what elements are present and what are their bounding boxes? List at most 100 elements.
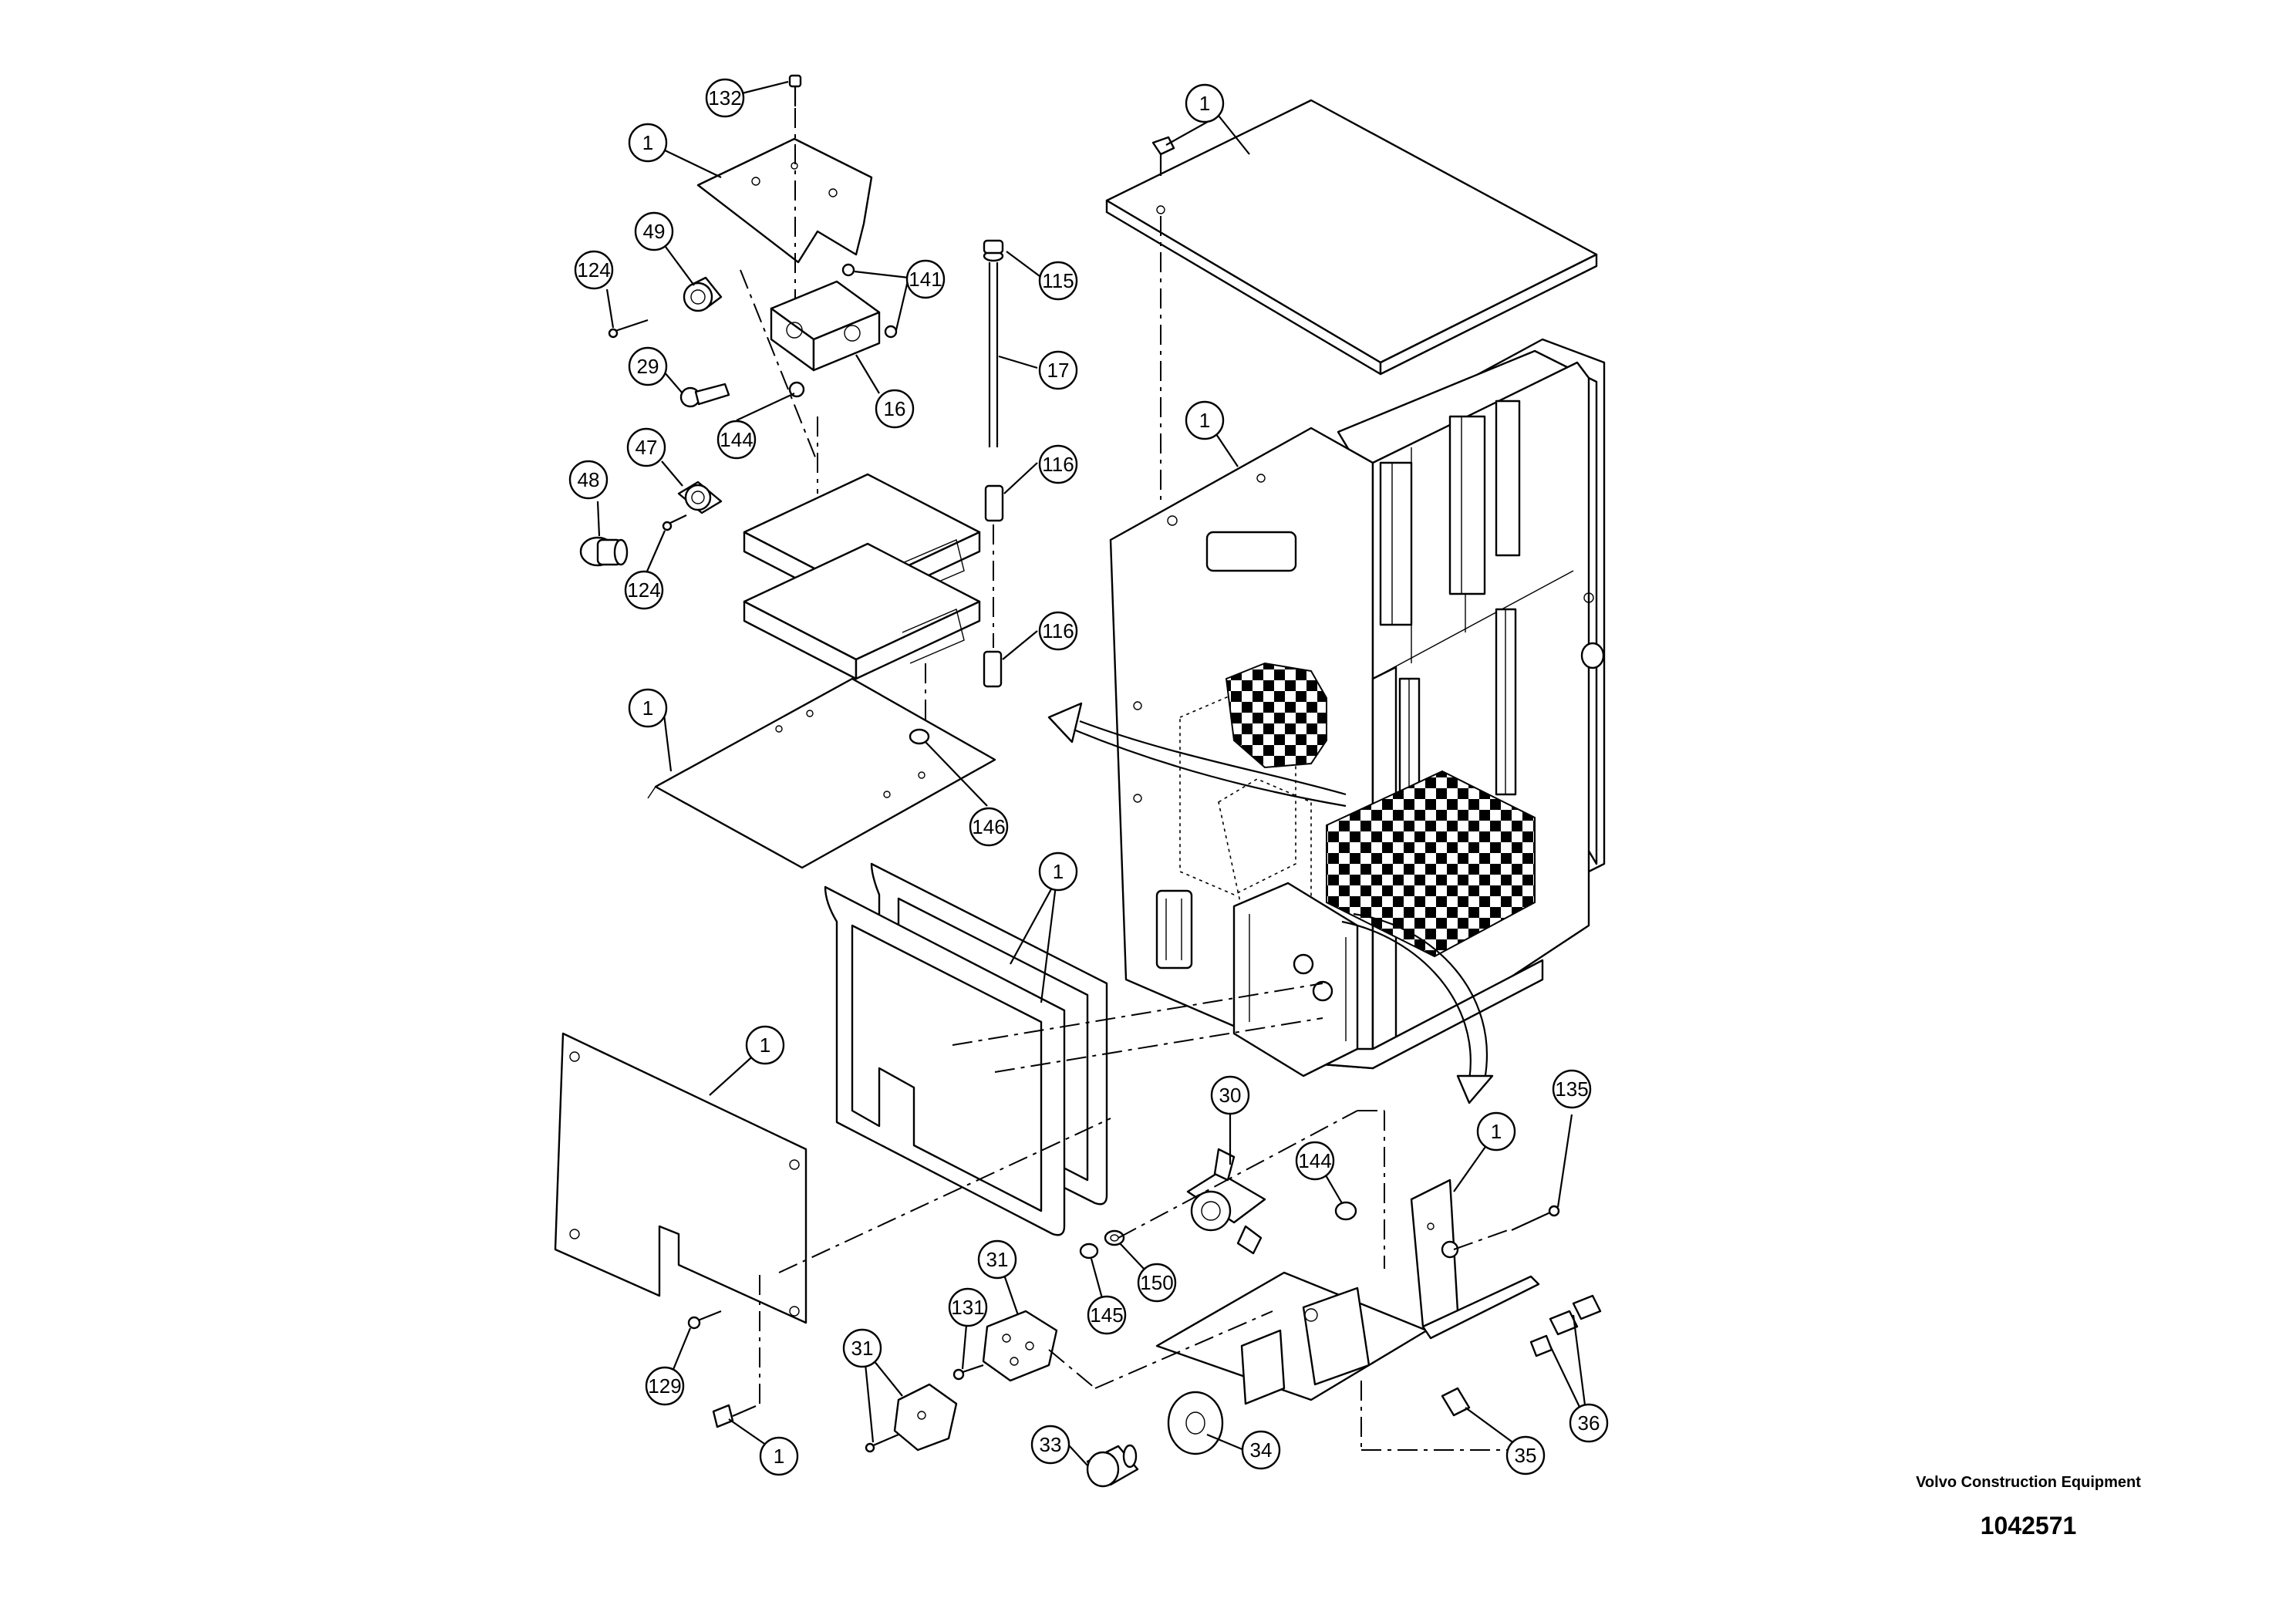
- svg-text:31: 31: [986, 1248, 1009, 1271]
- nut-144-bottom: [1334, 1201, 1357, 1221]
- svg-text:1: 1: [1491, 1120, 1502, 1143]
- callout-124-top: 124: [574, 250, 614, 290]
- svg-text:116: 116: [1042, 619, 1074, 642]
- cap-115: [983, 239, 1004, 255]
- control-box: [1109, 338, 1606, 1077]
- terminals-36: [1529, 1294, 1602, 1357]
- screw-135: [1511, 1205, 1560, 1231]
- screw-129: [687, 1310, 722, 1330]
- callout-36: 36: [1569, 1403, 1609, 1443]
- callout-49: 49: [634, 211, 674, 251]
- callout-141: 141: [905, 259, 946, 299]
- gasket-frames: [824, 862, 1108, 1236]
- ecu-lower: [743, 542, 981, 680]
- knob-33: [1086, 1444, 1139, 1488]
- svg-text:1: 1: [642, 696, 653, 720]
- svg-text:129: 129: [648, 1374, 681, 1398]
- svg-text:1: 1: [1199, 409, 1210, 432]
- callout-1-top-plate: 1: [628, 123, 668, 163]
- scale-plate-34: [1167, 1391, 1224, 1455]
- svg-text:135: 135: [1555, 1077, 1588, 1101]
- callout-31-lower: 31: [842, 1328, 882, 1368]
- nut-35: [1441, 1387, 1471, 1417]
- plug-29: [679, 383, 730, 408]
- callout-35: 35: [1505, 1435, 1546, 1475]
- top-cover-screw: [1151, 136, 1175, 176]
- callout-1-gaskets: 1: [1038, 851, 1078, 892]
- callout-129: 129: [645, 1366, 685, 1406]
- callout-144-top: 144: [716, 420, 757, 460]
- svg-text:141: 141: [909, 268, 942, 291]
- svg-text:1: 1: [774, 1445, 784, 1468]
- callout-1-box: 1: [1185, 400, 1225, 440]
- top-cover: [1105, 99, 1598, 376]
- callout-145: 145: [1087, 1295, 1127, 1335]
- svg-text:29: 29: [637, 355, 659, 378]
- callout-132: 132: [705, 78, 745, 118]
- nut-145: [1079, 1243, 1099, 1259]
- callout-31-upper: 31: [977, 1239, 1017, 1280]
- switch-bracket: [1155, 1179, 1540, 1405]
- mid-mount-plate: [647, 677, 996, 869]
- washer-150: [1104, 1229, 1125, 1246]
- callout-34: 34: [1241, 1430, 1281, 1470]
- screw-124-bottom: [662, 514, 687, 531]
- arrow-switch-out: [1341, 920, 1472, 1081]
- callout-33: 33: [1030, 1425, 1070, 1465]
- callout-29: 29: [628, 346, 668, 386]
- svg-text:34: 34: [1250, 1438, 1273, 1462]
- switch-30: [1186, 1148, 1266, 1255]
- arrow-relay-out: [1079, 720, 1347, 796]
- spacer-116-upper: [984, 484, 1004, 522]
- svg-text:150: 150: [1140, 1271, 1173, 1294]
- hatched-module-lower: [1326, 770, 1536, 958]
- callout-1-mid-plate: 1: [628, 688, 668, 728]
- relay-socket-31-upper: [982, 1310, 1058, 1382]
- callout-1-bracket: 1: [1476, 1111, 1516, 1152]
- callout-135: 135: [1552, 1069, 1592, 1109]
- hatched-module-upper: [1225, 662, 1327, 769]
- svg-text:33: 33: [1040, 1433, 1062, 1456]
- svg-text:17: 17: [1047, 359, 1070, 382]
- svg-text:49: 49: [643, 220, 666, 243]
- nut-146: [909, 728, 930, 745]
- callout-1-door: 1: [745, 1025, 785, 1065]
- svg-text:144: 144: [1298, 1149, 1331, 1172]
- callout-116-upper: 116: [1038, 444, 1078, 484]
- callout-16: 16: [875, 389, 915, 429]
- callout-124-bottom: 124: [624, 570, 664, 610]
- callout-144-bottom: 144: [1295, 1141, 1335, 1181]
- callout-131: 131: [948, 1287, 988, 1327]
- svg-text:35: 35: [1515, 1444, 1537, 1467]
- svg-text:30: 30: [1219, 1084, 1242, 1107]
- screw-31-lower: [865, 1433, 899, 1453]
- svg-text:116: 116: [1042, 453, 1074, 476]
- svg-text:31: 31: [851, 1337, 874, 1360]
- callout-1-bolt: 1: [759, 1436, 799, 1476]
- svg-text:1: 1: [1053, 860, 1064, 883]
- callout-30: 30: [1210, 1075, 1250, 1115]
- bolt-1-bottom: [712, 1404, 757, 1428]
- svg-text:47: 47: [636, 436, 658, 459]
- svg-text:124: 124: [627, 578, 660, 602]
- spacer-116-lower: [983, 650, 1003, 688]
- svg-text:146: 146: [972, 815, 1005, 838]
- connector-49: [683, 276, 723, 312]
- svg-text:1: 1: [1199, 92, 1210, 115]
- callout-1-cover: 1: [1185, 83, 1225, 123]
- svg-text:124: 124: [577, 258, 610, 282]
- upper-mount-plate: [696, 137, 873, 264]
- svg-text:36: 36: [1578, 1411, 1600, 1435]
- door-panel: [554, 1032, 807, 1324]
- svg-text:144: 144: [720, 428, 753, 451]
- svg-text:1: 1: [760, 1034, 770, 1057]
- rod-17: [983, 250, 1004, 447]
- callout-150: 150: [1137, 1263, 1177, 1303]
- screw-131: [952, 1364, 984, 1381]
- callout-146: 146: [969, 807, 1009, 847]
- svg-text:16: 16: [884, 397, 906, 420]
- callout-17: 17: [1038, 350, 1078, 390]
- svg-text:131: 131: [951, 1296, 984, 1319]
- callout-115: 115: [1038, 261, 1078, 301]
